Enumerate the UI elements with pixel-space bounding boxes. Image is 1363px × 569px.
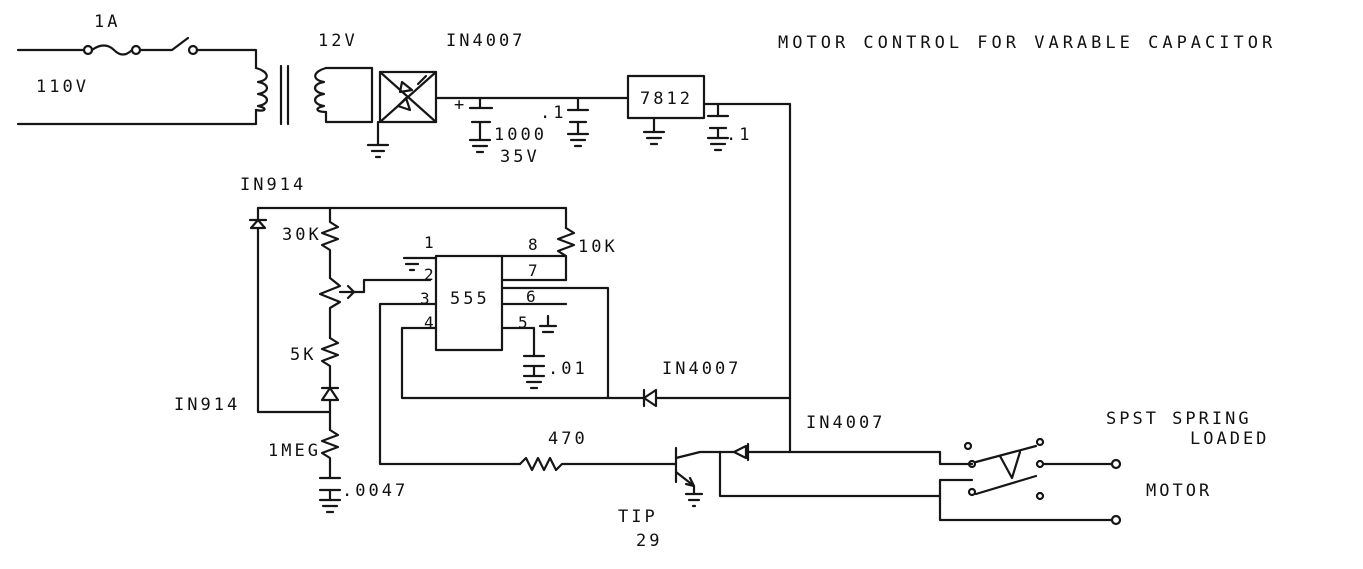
filter-cap-polarity: +	[454, 95, 467, 115]
timer-555: 555 1 2 3 4 8 7 6 5 .01	[378, 233, 646, 466]
diode-bottom-label: IN914	[174, 395, 240, 415]
schematic-title: MOTOR CONTROL FOR VARABLE CAPACITOR	[778, 33, 1276, 53]
capacitor-bypass-1: .1	[540, 96, 590, 148]
capacitor-filter: + 1000 35V	[454, 95, 630, 167]
resistor-470-label: 470	[548, 429, 588, 449]
resistor-5k-label: 5K	[290, 345, 316, 365]
pin-7-label: 7	[528, 261, 538, 280]
filter-cap-voltage: 35V	[500, 147, 540, 167]
pin-3-label: 3	[420, 289, 430, 308]
bypass-cap-1-label: .1	[540, 103, 566, 123]
ctrl-cap-label: .01	[548, 359, 588, 379]
resistor-30k-label: 30K	[282, 225, 322, 245]
secondary-voltage-label: 12V	[318, 31, 358, 51]
pin-8-label: 8	[528, 235, 538, 254]
pin-6-label: 6	[526, 287, 536, 306]
transistor-tip29: TIP 29	[618, 446, 736, 551]
diode-output: IN4007	[718, 396, 942, 498]
mains-voltage-label: 110V	[36, 77, 89, 97]
bridge-rectifier: IN4007	[366, 31, 525, 159]
resistor-470: 470	[518, 429, 678, 472]
rectifier-label: IN4007	[446, 31, 525, 51]
filter-cap-value: 1000	[494, 125, 547, 145]
bypass-cap-2-label: .1	[726, 125, 752, 145]
switch-label-line1: SPST SPRING	[1106, 409, 1252, 429]
timer-chip-label: 555	[450, 289, 490, 309]
transistor-label-line2: 29	[636, 531, 662, 551]
regulator-label: 7812	[640, 89, 693, 109]
diode-top-label: IN914	[240, 175, 306, 195]
timing-network: IN914 30K 5K IN914 1MEG .0047	[174, 175, 568, 514]
pin-1-label: 1	[424, 233, 434, 252]
diode-feedback: IN4007	[642, 359, 792, 408]
fuse-label: 1A	[94, 12, 120, 32]
resistor-1meg-label: 1MEG	[268, 441, 321, 461]
resistor-10k: 10K	[556, 226, 618, 282]
transistor-label-line1: TIP	[618, 507, 658, 527]
pin-2-label: 2	[424, 265, 434, 284]
timing-cap-label: .0047	[342, 481, 408, 501]
mains-input: 1A 110V	[16, 12, 258, 126]
diode-feedback-label: IN4007	[662, 359, 741, 379]
pin-5-label: 5	[518, 313, 528, 332]
transformer: 12V	[254, 31, 374, 126]
regulator-7812: 7812 .1	[626, 74, 792, 400]
diode-output-label: IN4007	[806, 413, 885, 433]
motor-label: MOTOR	[1146, 481, 1212, 501]
pin-4-label: 4	[424, 313, 434, 332]
resistor-10k-label: 10K	[578, 237, 618, 257]
switch-spst-spring: SPST SPRING LOADED MOTOR	[938, 409, 1269, 526]
switch-label-line2: LOADED	[1190, 429, 1269, 449]
